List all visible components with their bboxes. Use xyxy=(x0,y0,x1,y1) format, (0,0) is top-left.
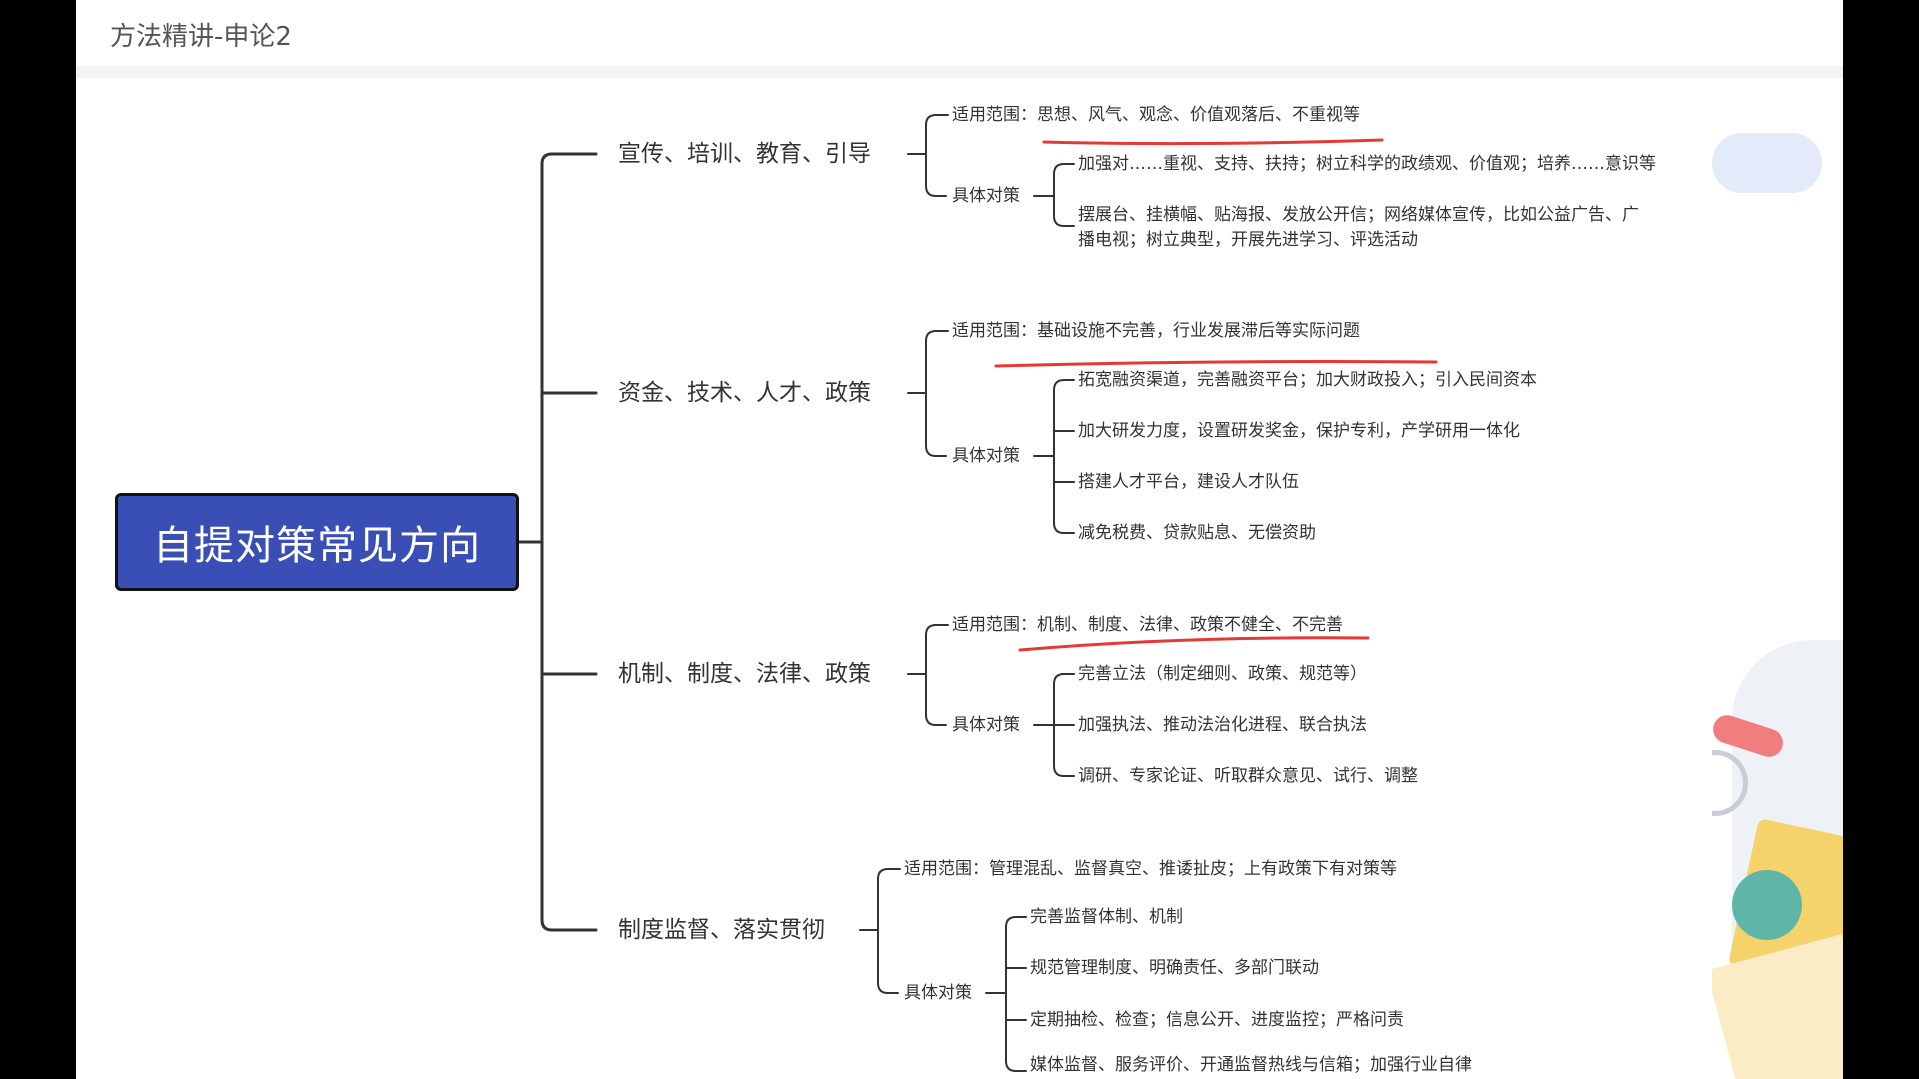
measure-item: 媒体监督、服务评价、开通监督热线与信箱；加强行业自律 xyxy=(1030,1055,1472,1075)
measure-item: 搭建人才平台，建设人才队伍 xyxy=(1078,472,1299,492)
scope-label: 适用范围： xyxy=(952,105,1037,125)
measures-label: 具体对策 xyxy=(952,186,1020,206)
measure-item: 规范管理制度、明确责任、多部门联动 xyxy=(1030,958,1319,978)
scope-row-4: 适用范围：管理混乱、监督真空、推诿扯皮；上有政策下有对策等 xyxy=(904,858,1397,880)
measures-label: 具体对策 xyxy=(952,715,1020,735)
scope-text: 基础设施不完善，行业发展滞后等实际问题 xyxy=(1037,321,1360,341)
measure-item: 加大研发力度，设置研发奖金，保护专利，产学研用一体化 xyxy=(1078,421,1520,441)
scope-row-3: 适用范围：机制、制度、法律、政策不健全、不完善 xyxy=(952,614,1343,636)
branch-node-1[interactable]: 宣传、培训、教育、引导 xyxy=(618,141,871,167)
document-title: 方法精讲-申论2 xyxy=(110,22,292,52)
measure-item: 拓宽融资渠道，完善融资平台；加大财政投入；引入民间资本 xyxy=(1078,370,1537,390)
branch-node-4[interactable]: 制度监督、落实贯彻 xyxy=(618,917,825,943)
scope-label: 适用范围： xyxy=(904,859,989,879)
root-node[interactable]: 自提对策常见方向 xyxy=(115,493,519,591)
measure-item: 摆展台、挂横幅、贴海报、发放公开信；网络媒体宣传，比如公益广告、广 xyxy=(1078,205,1639,225)
connector-trunk xyxy=(540,152,554,932)
measure-item: 完善立法（制定细则、政策、规范等） xyxy=(1078,664,1367,684)
scope-label: 适用范围： xyxy=(952,321,1037,341)
branch-node-3[interactable]: 机制、制度、法律、政策 xyxy=(618,661,871,687)
decorative-blob xyxy=(1712,133,1822,193)
measures-label: 具体对策 xyxy=(904,983,972,1003)
scope-text: 思想、风气、观念、价值观落后、不重视等 xyxy=(1037,105,1360,125)
scope-label: 适用范围： xyxy=(952,615,1037,635)
measure-item: 定期抽检、检查；信息公开、进度监控；严格问责 xyxy=(1030,1010,1404,1030)
document-page: 方法精讲-申论2 xyxy=(76,0,1843,1079)
scope-text: 机制、制度、法律、政策不健全、不完善 xyxy=(1037,615,1343,635)
branch-node-2[interactable]: 资金、技术、人才、政策 xyxy=(618,380,871,406)
measure-item: 加强执法、推动法治化进程、联合执法 xyxy=(1078,715,1367,735)
mindmap-connectors xyxy=(517,114,1438,1072)
measure-item: 完善监督体制、机制 xyxy=(1030,907,1183,927)
measure-item: 播电视；树立典型，开展先进学习、评选活动 xyxy=(1078,230,1418,250)
measure-item: 加强对……重视、支持、扶持；树立科学的政绩观、价值观；培养……意识等 xyxy=(1078,154,1656,174)
title-bar: 方法精讲-申论2 xyxy=(76,0,1843,78)
measures-label: 具体对策 xyxy=(952,446,1020,466)
scope-row-2: 适用范围：基础设施不完善，行业发展滞后等实际问题 xyxy=(952,320,1360,342)
measure-item: 减免税费、贷款贴息、无偿资助 xyxy=(1078,523,1316,543)
underline-annotation-3 xyxy=(1018,636,1370,652)
measure-item: 调研、专家论证、听取群众意见、试行、调整 xyxy=(1078,766,1418,786)
decorative-illustration xyxy=(1712,640,1843,1079)
red-underline-annotations xyxy=(994,138,1438,652)
scope-text: 管理混乱、监督真空、推诿扯皮；上有政策下有对策等 xyxy=(989,859,1397,879)
scope-row-1: 适用范围：思想、风气、观念、价值观落后、不重视等 xyxy=(952,104,1360,126)
underline-annotation-1 xyxy=(1042,138,1384,146)
underline-annotation-2 xyxy=(994,360,1438,368)
